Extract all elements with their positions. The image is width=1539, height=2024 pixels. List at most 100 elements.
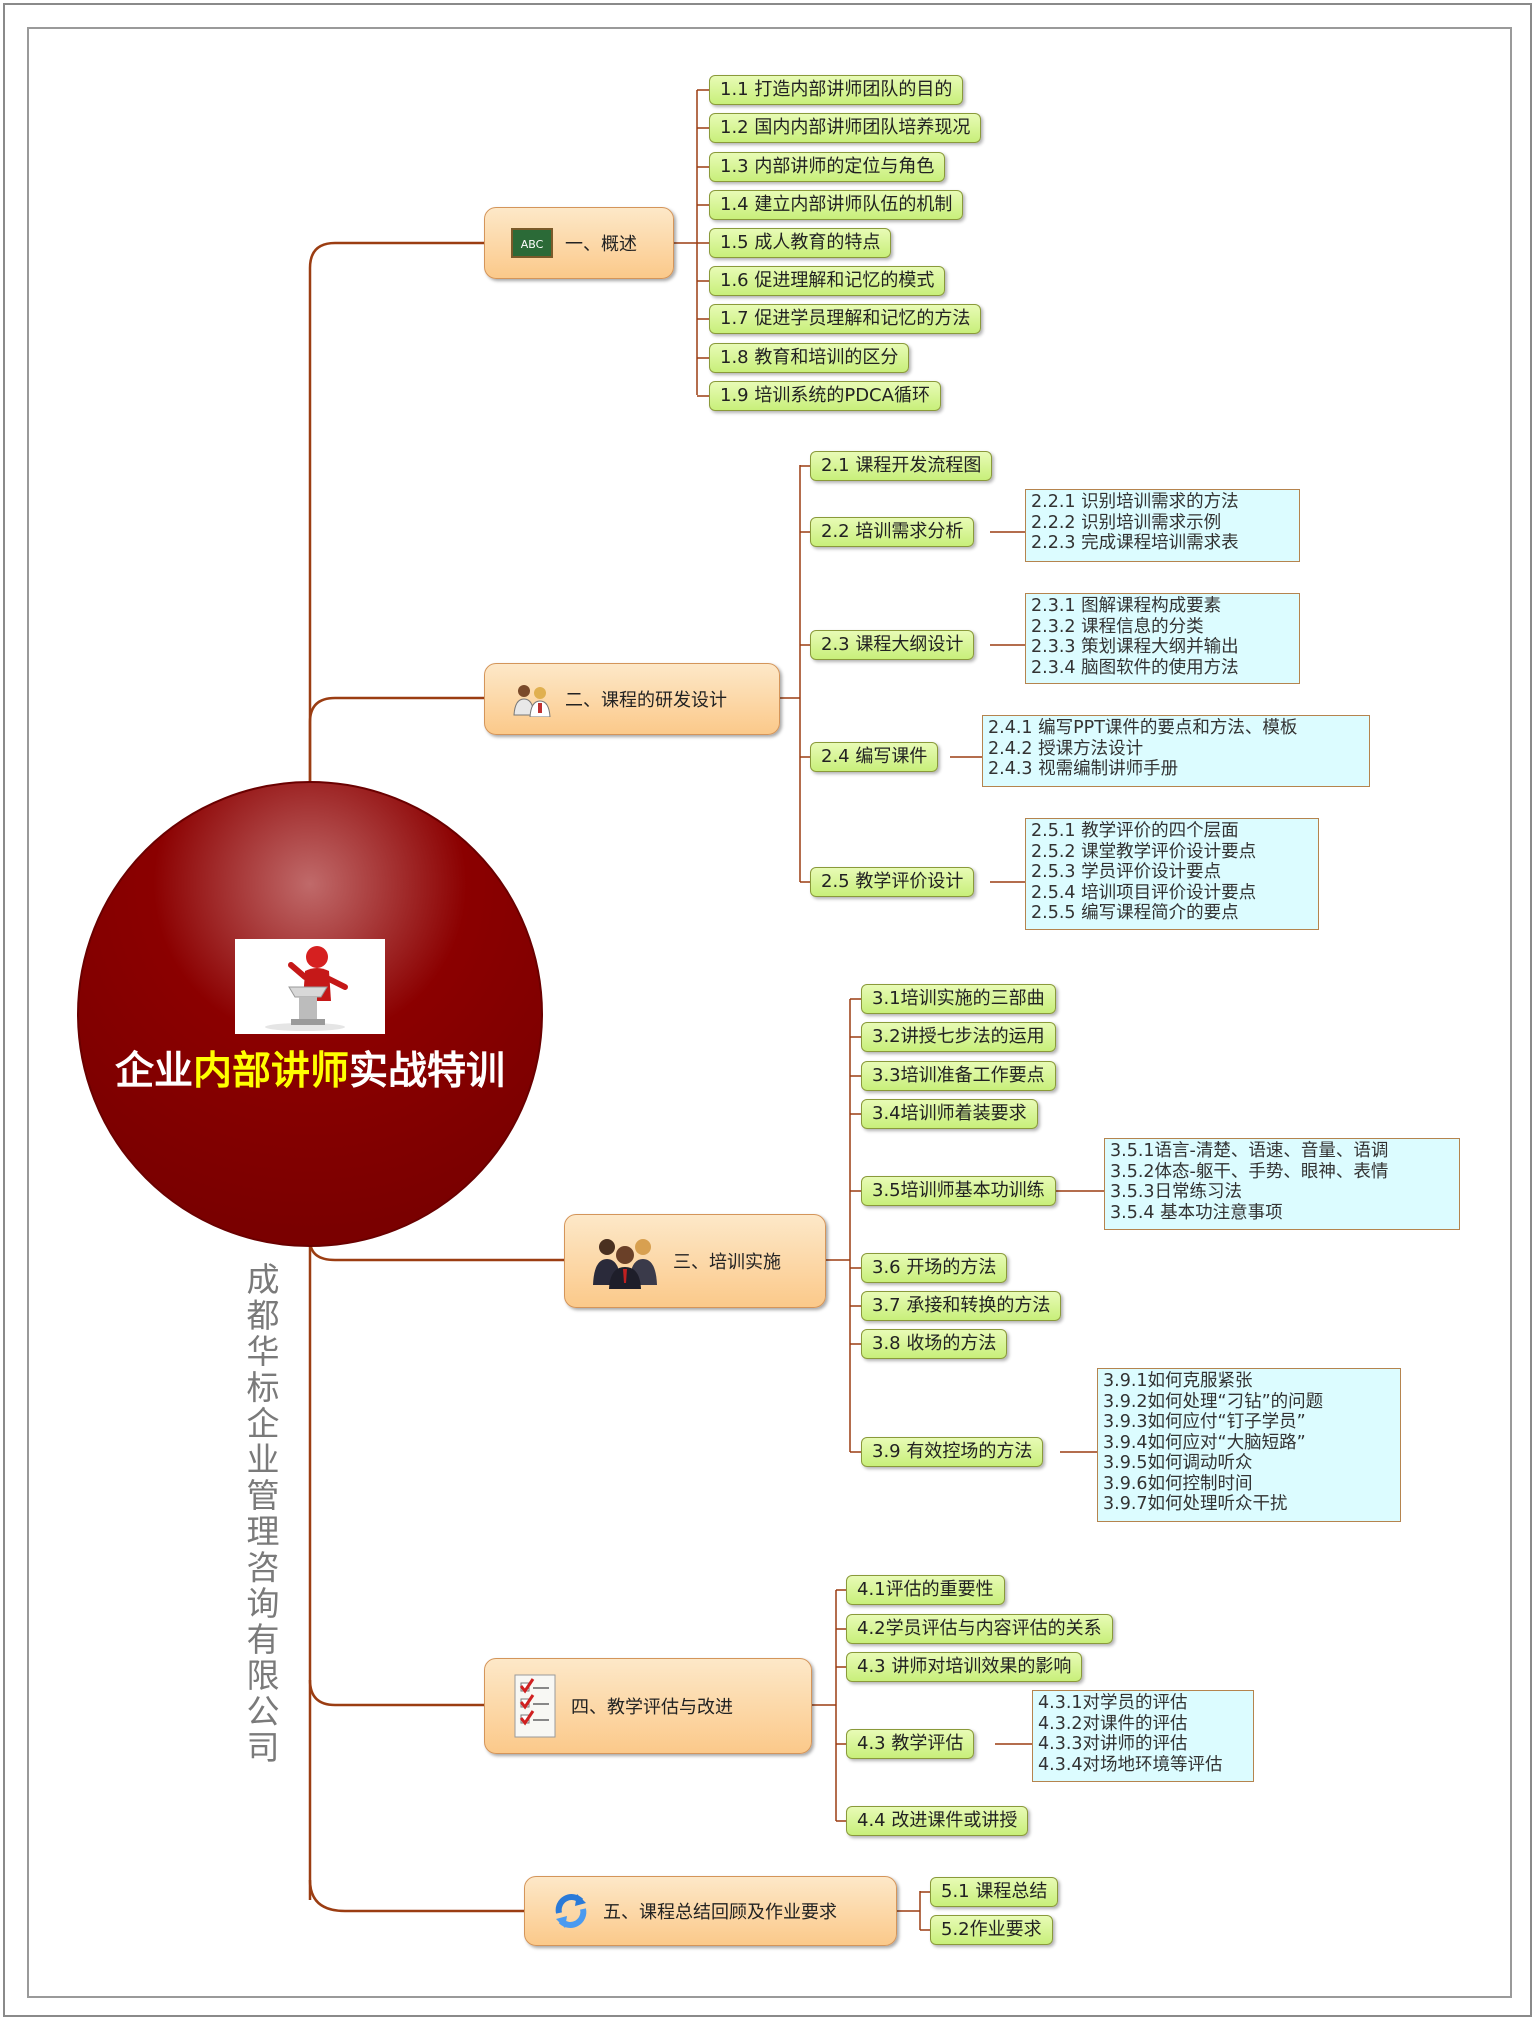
subtopic-5-2[interactable]: 5.2作业要求 xyxy=(930,1915,1053,1945)
detail-item: 2.5.5 编写课程简介的要点 xyxy=(1031,903,1239,923)
company-char: 业 xyxy=(246,1440,280,1479)
speaker-at-podium-icon xyxy=(265,946,348,1031)
details-2-5[interactable]: 2.5.1 教学评价的四个层面 2.5.2 课堂教学评价设计要点 2.5.3 学… xyxy=(1025,818,1319,930)
business-group-icon xyxy=(591,1233,661,1289)
subtopic-3-4[interactable]: 3.4培训师着装要求 xyxy=(861,1099,1038,1129)
company-char: 司 xyxy=(246,1728,280,1767)
inner-frame xyxy=(27,27,1512,1998)
company-char: 管 xyxy=(246,1476,280,1515)
detail-item: 2.3.4 脑图软件的使用方法 xyxy=(1031,657,1239,678)
subtopic-3-3[interactable]: 3.3培训准备工作要点 xyxy=(861,1061,1056,1091)
company-char: 企 xyxy=(246,1404,280,1443)
central-title-part3: 实战特训 xyxy=(349,1049,506,1094)
subtopic-1-4[interactable]: 1.4 建立内部讲师队伍的机制 xyxy=(709,190,964,220)
detail-item: 2.4.2 授课方法设计 xyxy=(988,738,1144,759)
detail-item: 2.4.3 视需编制讲师手册 xyxy=(988,759,1179,779)
detail-item: 2.5.2 课堂教学评价设计要点 xyxy=(1031,841,1257,862)
company-char: 咨 xyxy=(246,1548,280,1587)
company-char: 都 xyxy=(246,1296,280,1335)
company-char: 公 xyxy=(246,1692,280,1731)
subtopic-1-2[interactable]: 1.2 国内内部讲师团队培养现况 xyxy=(709,113,982,143)
detail-item: 3.9.2如何处理“刁钻”的问题 xyxy=(1103,1391,1324,1412)
subtopic-1-9[interactable]: 1.9 培训系统的PDCA循环 xyxy=(709,381,941,411)
company-char: 限 xyxy=(246,1656,280,1695)
topic-label: 二、课程的研发设计 xyxy=(565,690,727,711)
detail-item: 3.5.2体态-躯干、手势、眼神、表情 xyxy=(1110,1161,1389,1182)
detail-item: 2.2.3 完成课程培训需求表 xyxy=(1031,533,1239,553)
topic-evaluation-improvement[interactable]: 四、教学评估与改进 xyxy=(484,1658,812,1754)
topic-overview[interactable]: ABC 一、概述 xyxy=(484,207,674,279)
detail-item: 4.3.1对学员的评估 xyxy=(1038,1693,1188,1713)
topic-label: 四、教学评估与改进 xyxy=(571,1697,733,1718)
central-image xyxy=(235,939,385,1034)
topic-label: 三、培训实施 xyxy=(673,1252,781,1273)
checklist-icon xyxy=(511,1673,559,1739)
subtopic-2-1[interactable]: 2.1 课程开发流程图 xyxy=(810,451,993,481)
details-2-2[interactable]: 2.2.1 识别培训需求的方法 2.2.2 识别培训需求示例 2.2.3 完成课… xyxy=(1025,489,1300,562)
detail-item: 2.3.2 课程信息的分类 xyxy=(1031,616,1204,637)
detail-item: 3.9.4如何应对“大脑短路” xyxy=(1103,1432,1306,1453)
detail-item: 3.9.3如何应付“钉子学员” xyxy=(1103,1412,1306,1432)
company-char: 询 xyxy=(246,1584,280,1623)
detail-item: 2.2.2 识别培训需求示例 xyxy=(1031,512,1222,533)
subtopic-1-3[interactable]: 1.3 内部讲师的定位与角色 xyxy=(709,152,946,182)
details-2-4[interactable]: 2.4.1 编写PPT课件的要点和方法、模板 2.4.2 授课方法设计 2.4.… xyxy=(982,715,1370,787)
subtopic-2-4[interactable]: 2.4 编写课件 xyxy=(810,742,939,772)
detail-item: 4.3.2对课件的评估 xyxy=(1038,1713,1188,1734)
detail-item: 3.9.1如何克服紧张 xyxy=(1103,1371,1253,1391)
detail-item: 3.9.6如何控制时间 xyxy=(1103,1473,1253,1494)
details-2-3[interactable]: 2.3.1 图解课程构成要素 2.3.2 课程信息的分类 2.3.3 策划课程大… xyxy=(1025,593,1300,684)
subtopic-2-2[interactable]: 2.2 培训需求分析 xyxy=(810,517,975,547)
detail-item: 3.9.5如何调动听众 xyxy=(1103,1453,1253,1473)
detail-item: 2.5.3 学员评价设计要点 xyxy=(1031,862,1222,882)
detail-item: 3.5.4 基本功注意事项 xyxy=(1110,1202,1283,1223)
detail-item: 3.5.3日常练习法 xyxy=(1110,1182,1243,1202)
subtopic-4-3[interactable]: 4.3 讲师对培训效果的影响 xyxy=(846,1652,1083,1682)
subtopic-5-1[interactable]: 5.1 课程总结 xyxy=(930,1877,1059,1907)
detail-item: 2.2.1 识别培训需求的方法 xyxy=(1031,492,1239,512)
subtopic-3-9[interactable]: 3.9 有效控场的方法 xyxy=(861,1437,1044,1467)
detail-item: 2.3.3 策划课程大纲并输出 xyxy=(1031,637,1239,657)
company-char: 理 xyxy=(246,1512,280,1551)
subtopic-4-1[interactable]: 4.1评估的重要性 xyxy=(846,1575,1005,1605)
subtopic-4-3-eval[interactable]: 4.3 教学评估 xyxy=(846,1729,975,1759)
subtopic-4-2[interactable]: 4.2学员评估与内容评估的关系 xyxy=(846,1614,1113,1644)
subtopic-2-3[interactable]: 2.3 课程大纲设计 xyxy=(810,630,975,660)
subtopic-1-6[interactable]: 1.6 促进理解和记忆的模式 xyxy=(709,266,946,296)
subtopic-3-6[interactable]: 3.6 开场的方法 xyxy=(861,1253,1008,1283)
subtopic-4-4[interactable]: 4.4 改进课件或讲授 xyxy=(846,1806,1029,1836)
detail-item: 2.4.1 编写PPT课件的要点和方法、模板 xyxy=(988,718,1298,738)
team-people-icon xyxy=(511,681,553,717)
subtopic-3-1[interactable]: 3.1培训实施的三部曲 xyxy=(861,984,1056,1014)
subtopic-3-2[interactable]: 3.2讲授七步法的运用 xyxy=(861,1022,1056,1052)
subtopic-1-8[interactable]: 1.8 教育和培训的区分 xyxy=(709,343,910,373)
detail-item: 2.5.1 教学评价的四个层面 xyxy=(1031,821,1239,841)
company-char: 有 xyxy=(246,1620,280,1659)
detail-item: 2.3.1 图解课程构成要素 xyxy=(1031,596,1222,616)
subtopic-3-8[interactable]: 3.8 收场的方法 xyxy=(861,1329,1008,1359)
subtopic-2-5[interactable]: 2.5 教学评价设计 xyxy=(810,867,975,897)
topic-course-design[interactable]: 二、课程的研发设计 xyxy=(484,663,780,735)
detail-item: 4.3.3对讲师的评估 xyxy=(1038,1734,1188,1754)
chalkboard-abc-icon: ABC xyxy=(511,228,553,258)
subtopic-1-7[interactable]: 1.7 促进学员理解和记忆的方法 xyxy=(709,304,982,334)
central-title-highlight: 内部讲师 xyxy=(192,1049,349,1094)
detail-item: 3.9.7如何处理听众干扰 xyxy=(1103,1494,1288,1514)
details-3-5[interactable]: 3.5.1语言-清楚、语速、音量、语调 3.5.2体态-躯干、手势、眼神、表情 … xyxy=(1104,1138,1460,1230)
topic-summary-homework[interactable]: 五、课程总结回顾及作业要求 xyxy=(524,1876,897,1946)
subtopic-1-1[interactable]: 1.1 打造内部讲师团队的目的 xyxy=(709,75,964,105)
details-3-9[interactable]: 3.9.1如何克服紧张 3.9.2如何处理“刁钻”的问题 3.9.3如何应付“钉… xyxy=(1097,1368,1401,1522)
subtopic-1-5[interactable]: 1.5 成人教育的特点 xyxy=(709,228,892,258)
topic-label: 五、课程总结回顾及作业要求 xyxy=(603,1902,837,1923)
subtopic-3-7[interactable]: 3.7 承接和转换的方法 xyxy=(861,1291,1062,1321)
detail-item: 4.3.4对场地环境等评估 xyxy=(1038,1754,1223,1775)
refresh-arrows-icon xyxy=(551,1891,591,1931)
details-4-3[interactable]: 4.3.1对学员的评估 4.3.2对课件的评估 4.3.3对讲师的评估 4.3.… xyxy=(1032,1690,1254,1782)
detail-item: 3.5.1语言-清楚、语速、音量、语调 xyxy=(1110,1141,1389,1161)
outer-frame xyxy=(3,3,1532,2017)
company-char: 成 xyxy=(246,1260,280,1299)
topic-label: 一、概述 xyxy=(565,234,637,255)
company-char: 标 xyxy=(246,1368,280,1407)
subtopic-3-5[interactable]: 3.5培训师基本功训练 xyxy=(861,1176,1056,1206)
topic-training-implementation[interactable]: 三、培训实施 xyxy=(564,1214,826,1308)
